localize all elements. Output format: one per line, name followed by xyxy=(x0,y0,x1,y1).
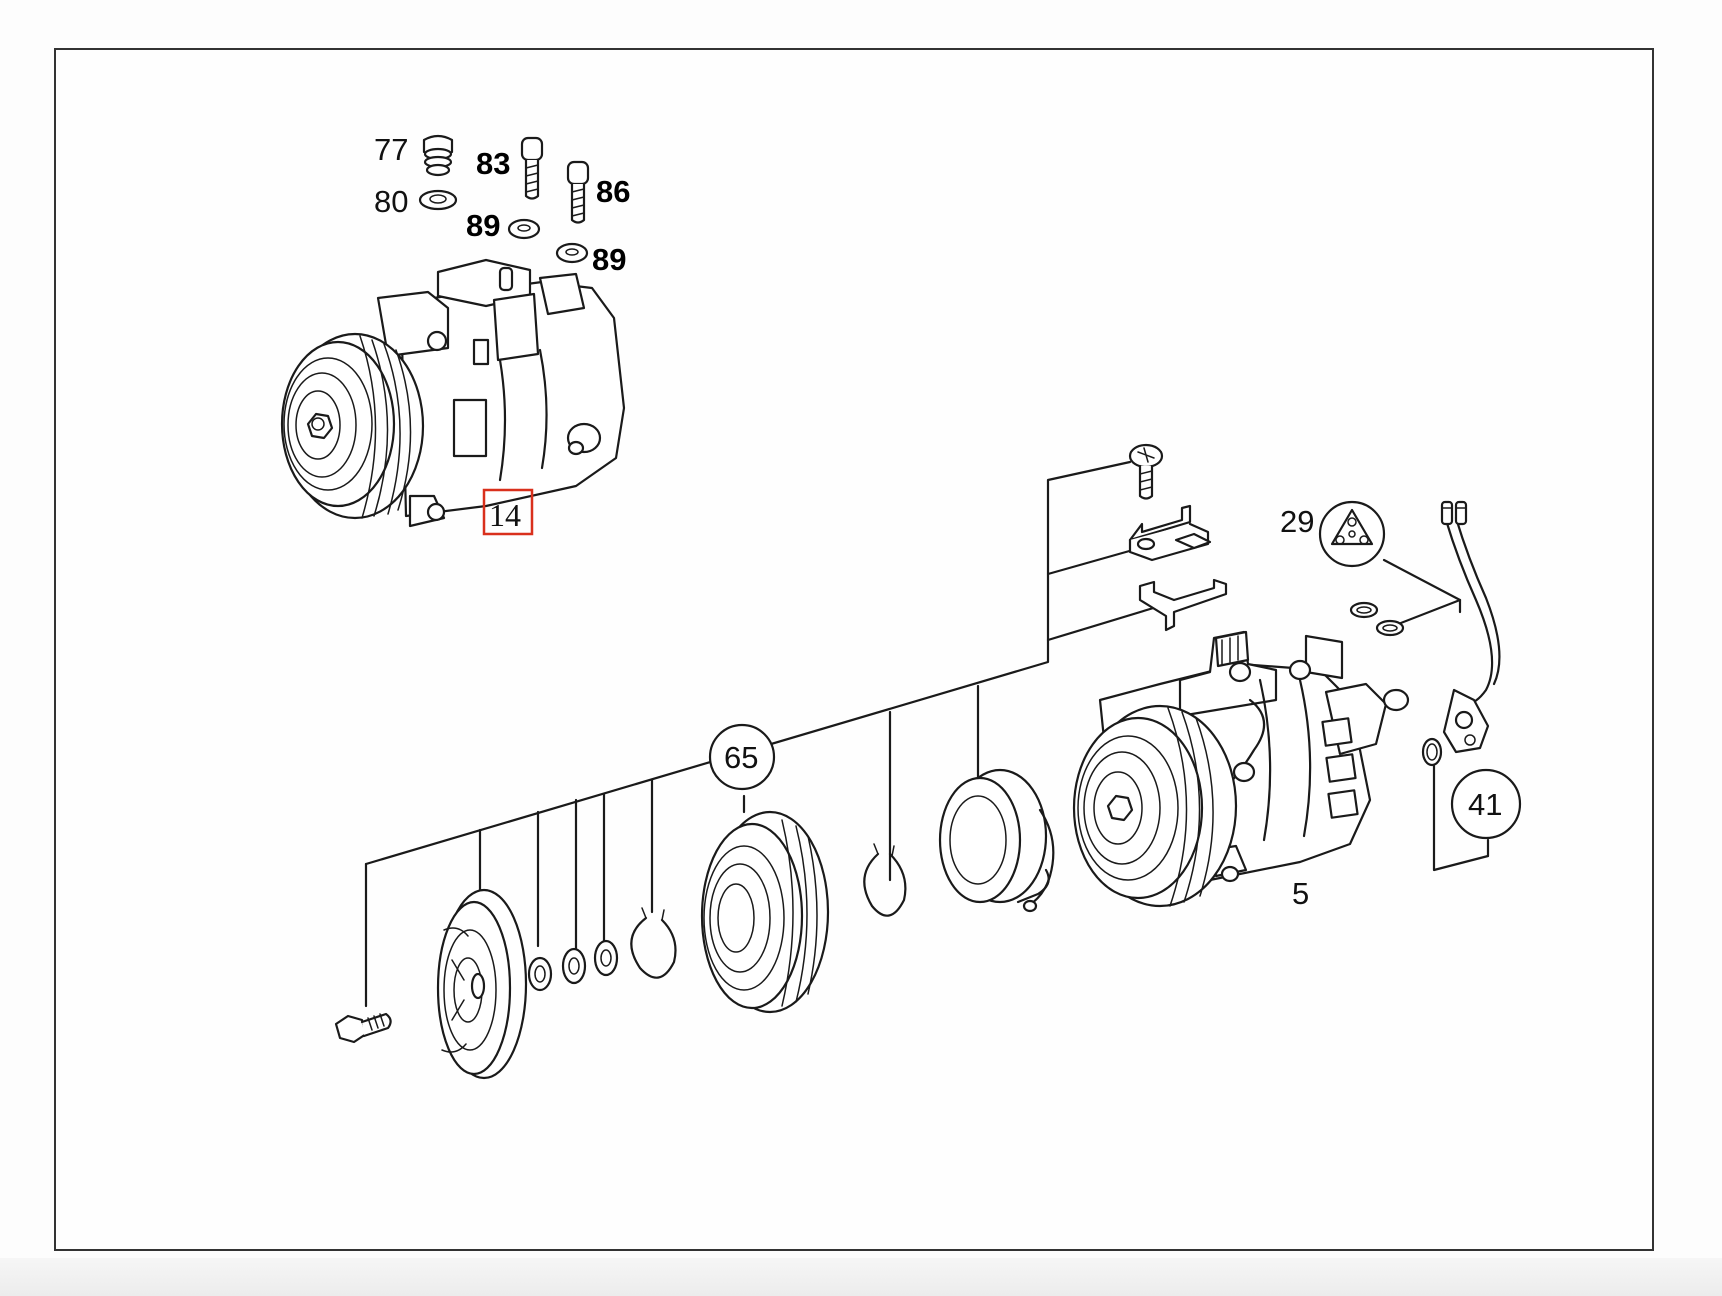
part-snap-ring-1 xyxy=(630,907,677,979)
part-bolt-86 xyxy=(566,160,590,224)
part-41-sensor xyxy=(1421,500,1501,767)
part-snap-ring-2 xyxy=(863,843,907,917)
callout-80: 80 xyxy=(374,184,408,219)
callout-14: 14 xyxy=(489,497,521,533)
callout-77: 77 xyxy=(374,132,408,167)
part-bolt-front xyxy=(334,1012,392,1044)
part-washer-89a xyxy=(507,218,541,240)
callout-89-left: 89 xyxy=(466,208,500,243)
part-plug-77 xyxy=(422,134,454,177)
part-29-valve xyxy=(1318,500,1405,637)
callout-41-circle xyxy=(1450,768,1522,840)
callout-29: 29 xyxy=(1280,504,1314,539)
part-bracket-2 xyxy=(1138,578,1228,632)
page-bottom-band xyxy=(0,1258,1722,1296)
part-bracket-1 xyxy=(1128,504,1212,562)
callout-83: 83 xyxy=(476,146,510,181)
callout-5: 5 xyxy=(1292,876,1309,911)
callout-86: 86 xyxy=(596,174,630,209)
part-bolt-83 xyxy=(520,136,544,200)
leader-lines xyxy=(364,460,1490,1008)
part-pulley xyxy=(700,810,830,1014)
callout-89-right: 89 xyxy=(592,242,626,277)
part-coil xyxy=(938,768,1055,913)
part-washer-80 xyxy=(418,189,458,211)
callout-65: 65 xyxy=(724,740,758,775)
part-compressor-5 xyxy=(1072,630,1410,908)
callout-65-circle xyxy=(708,723,776,791)
callout-41: 41 xyxy=(1468,787,1502,822)
part-washer-89b xyxy=(555,242,589,264)
part-compressor-14 xyxy=(280,258,626,528)
part-shims xyxy=(527,939,619,992)
callout-14-highlight xyxy=(482,488,534,536)
diagram-frame xyxy=(54,48,1654,1251)
part-clutch-plate xyxy=(436,888,528,1080)
part-screw-top xyxy=(1128,443,1164,500)
